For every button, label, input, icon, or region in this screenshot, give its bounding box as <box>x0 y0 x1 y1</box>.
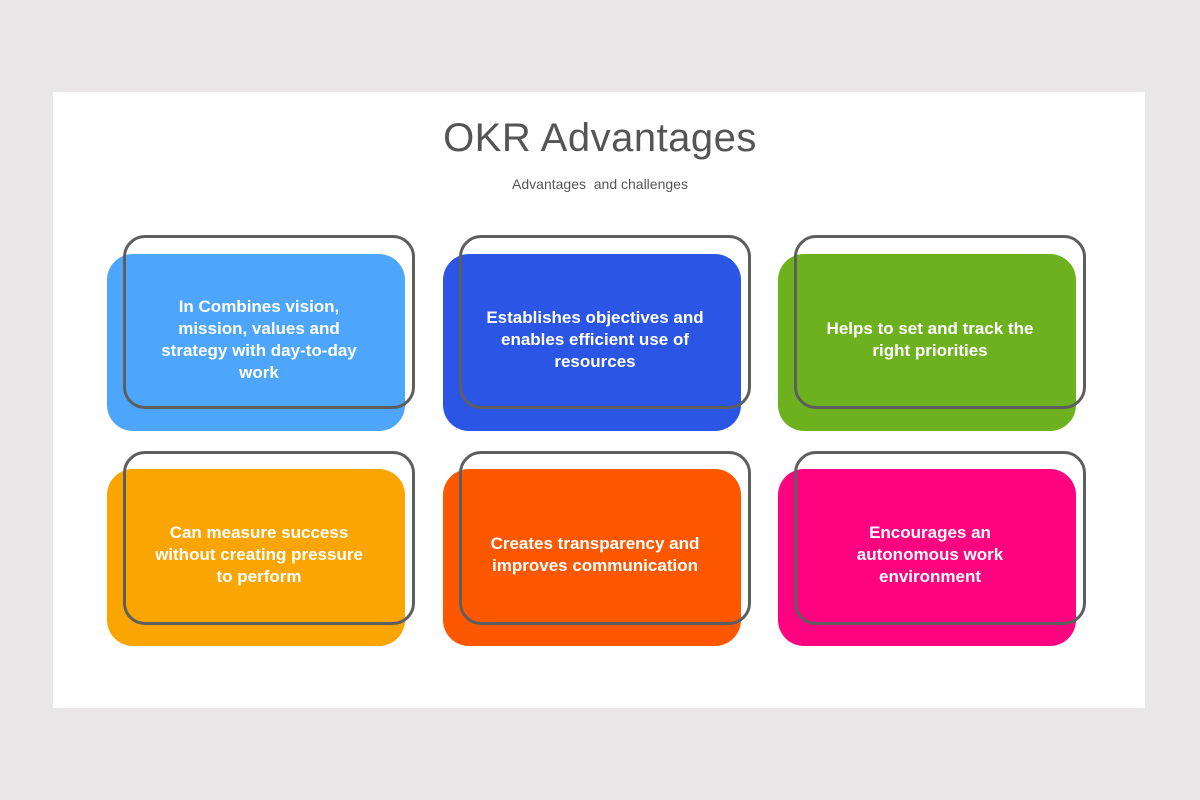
card-3-fill <box>778 254 1076 431</box>
page-subtitle: Advantages and challenges <box>512 176 688 192</box>
card-3-text: Helps to set and track the right priorit… <box>826 318 1034 360</box>
card-2-fill <box>443 254 741 431</box>
card-2-text: Establishes objectives and enables effic… <box>486 307 704 371</box>
card-1-fill <box>107 254 405 431</box>
card-6-fill <box>778 469 1076 646</box>
card-5-text: Creates transparency and improves commun… <box>490 533 700 575</box>
card-4-fill <box>107 469 405 646</box>
card-4-text: Can measure success without creating pre… <box>155 522 363 586</box>
card-1-text: In Combines vision, mission, values and … <box>161 296 357 382</box>
page-title: OKR Advantages <box>443 116 757 160</box>
card-6-text: Encourages an autonomous work environmen… <box>856 522 1004 586</box>
card-5-fill <box>443 469 741 646</box>
